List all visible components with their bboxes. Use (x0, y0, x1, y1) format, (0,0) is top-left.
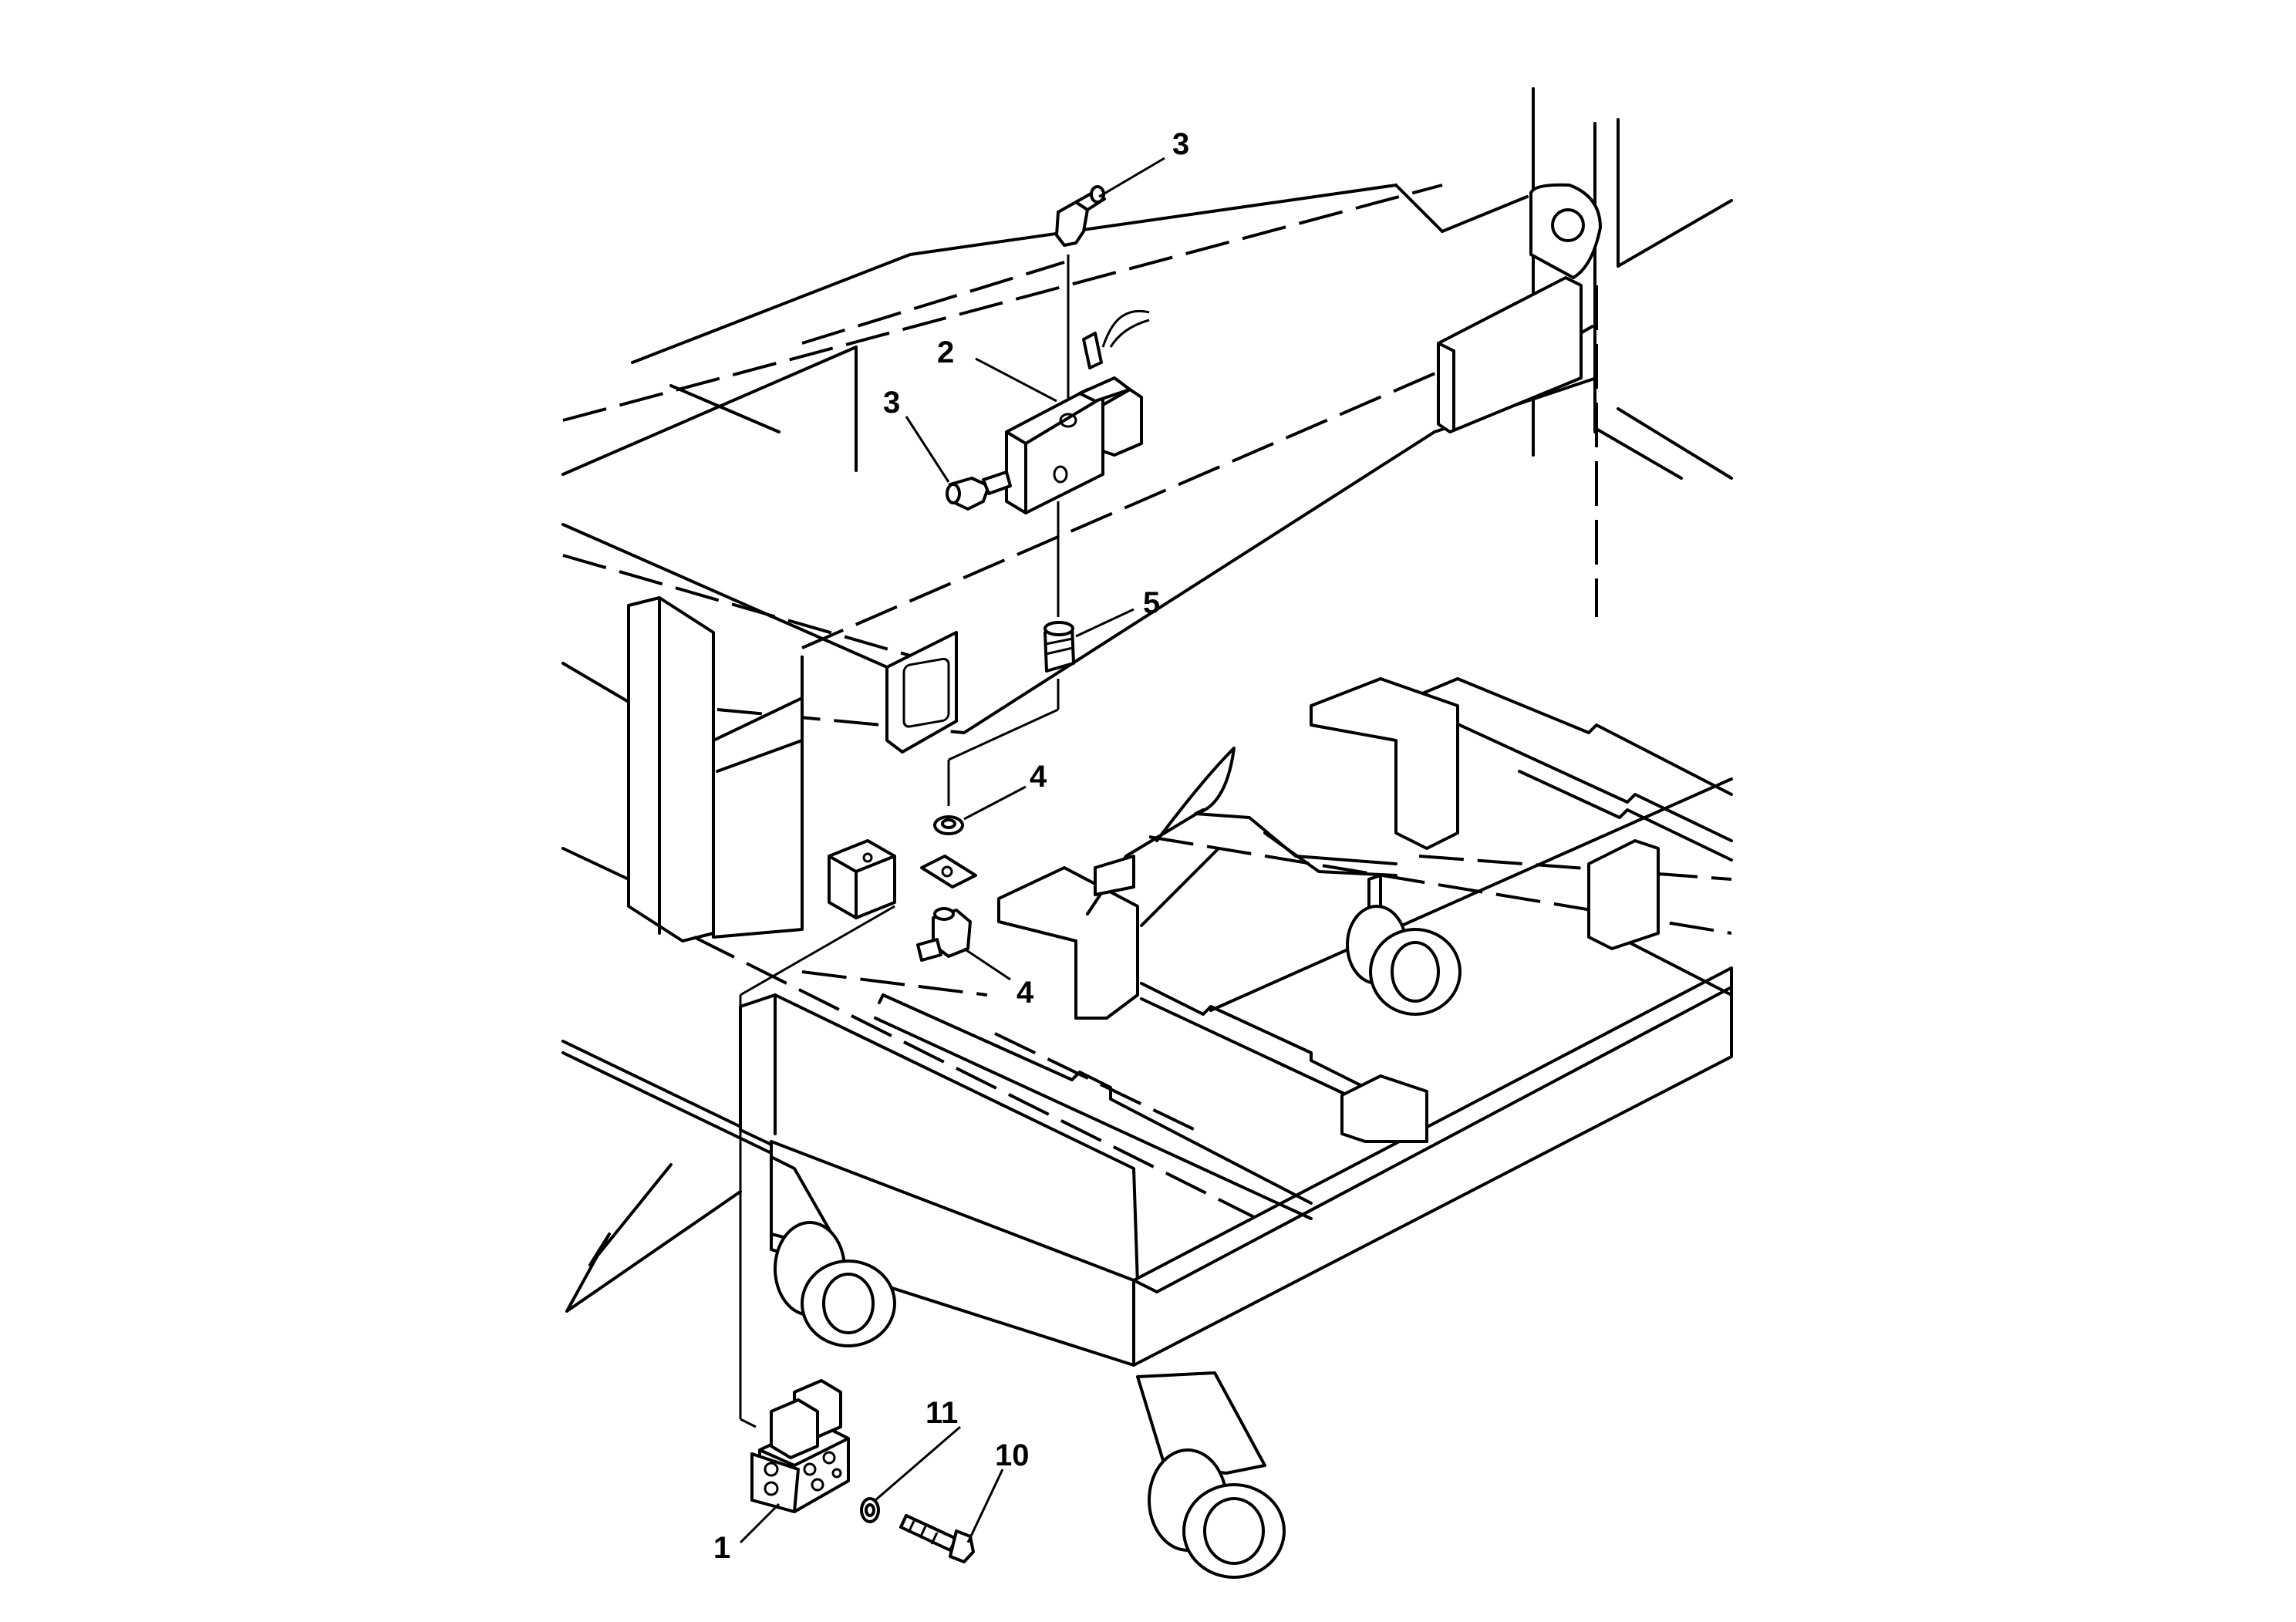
caster-left (770, 1155, 896, 1347)
lower-left-phantom (565, 1163, 742, 1313)
callout-5: 5 (1143, 586, 1160, 620)
caster-front (1136, 1371, 1286, 1579)
callout-10: 10 (995, 1438, 1030, 1472)
lock-washer (860, 1497, 880, 1523)
callout-2: 2 (937, 336, 954, 369)
callout-leaders (739, 157, 1165, 1544)
brackets (997, 677, 1459, 1020)
mast (1529, 87, 1733, 480)
bolt (899, 1514, 975, 1563)
elbow-fitting-left (946, 470, 1012, 511)
mounting-plate (920, 855, 977, 889)
caster-center (1346, 874, 1462, 1016)
upper-frame (561, 184, 1598, 941)
callout-11: 11 (925, 1396, 958, 1430)
washer (933, 815, 964, 835)
elbow-fitting-top (1055, 185, 1106, 247)
callout-3-left: 3 (883, 386, 900, 420)
leader-lines (739, 255, 1070, 1428)
left-post (561, 596, 804, 943)
callout-4-lower: 4 (1017, 976, 1034, 1010)
lower-chassis (561, 677, 1733, 1367)
spacer-block (828, 839, 896, 919)
callout-3-top: 3 (1172, 127, 1189, 161)
callout-4-upper: 4 (1030, 760, 1047, 794)
valve-block (1005, 309, 1150, 514)
tee-fitting (916, 907, 972, 962)
callout-1: 1 (713, 1531, 730, 1565)
adapter-fitting (1043, 621, 1075, 673)
valve-manifold (750, 1379, 850, 1513)
